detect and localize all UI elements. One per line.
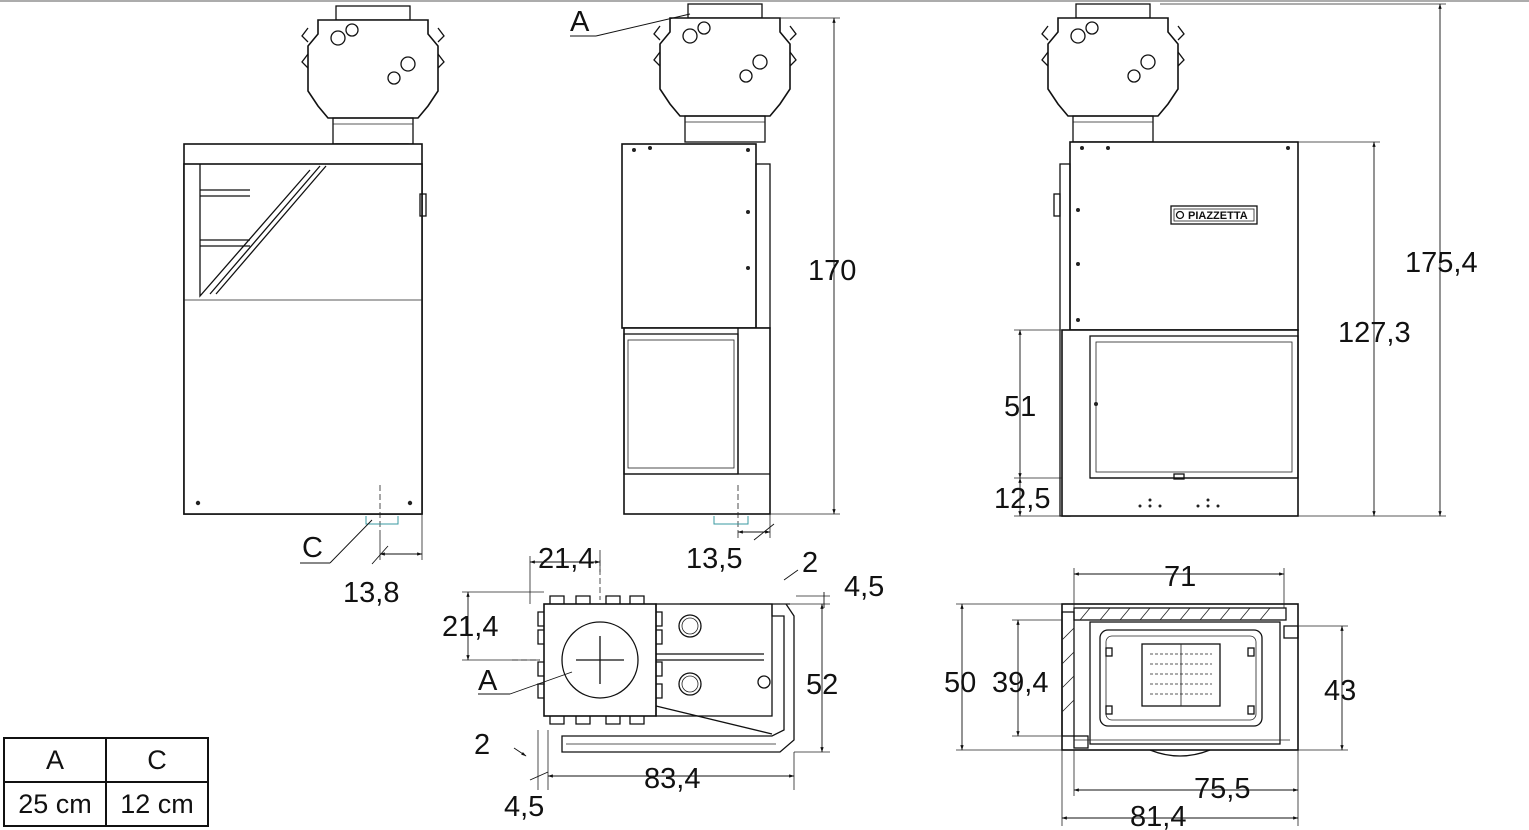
legend-value-c: 12 cm <box>105 781 209 827</box>
callout-a-plan-label: A <box>478 665 498 697</box>
dim-section-81-4: 81,4 <box>1130 801 1186 830</box>
legend-header-row: A C <box>3 737 209 783</box>
dim-right-12-5: 12,5 <box>994 483 1050 515</box>
dim-section-71: 71 <box>1164 561 1196 593</box>
dim-section-50: 50 <box>944 667 976 699</box>
dim-plan-2-bottom: 2 <box>474 729 490 761</box>
dim-front-13-5: 13,5 <box>686 543 742 575</box>
callout-c-label: C <box>302 532 323 564</box>
legend-value-row: 25 cm 12 cm <box>3 781 209 827</box>
legend-header-c: C <box>105 737 209 783</box>
dim-plan-21-4-horizontal: 21,4 <box>538 543 594 575</box>
dim-plan-2-top: 2 <box>802 547 818 579</box>
dim-side-13-8: 13,8 <box>343 577 399 609</box>
dim-front-170: 170 <box>808 255 856 287</box>
front-view-logo: PIAZZETTA 175,4 127,3 51 12,5 <box>994 3 1478 517</box>
callout-a-top-label: A <box>570 6 590 38</box>
dim-right-175-4: 175,4 <box>1405 247 1478 279</box>
legend-header-a: A <box>3 737 107 783</box>
legend-value-a: 25 cm <box>3 781 107 827</box>
section-view: 71 50 39,4 43 75,5 81,4 <box>944 561 1356 830</box>
dim-section-75-5: 75,5 <box>1194 773 1250 805</box>
side-view: C 13,8 <box>183 5 445 609</box>
dim-right-127-3: 127,3 <box>1338 317 1411 349</box>
dim-right-51: 51 <box>1004 391 1036 423</box>
brand-logo: PIAZZETTA <box>1188 210 1248 222</box>
dim-plan-4-5-bottom: 4,5 <box>504 791 544 823</box>
dim-section-39-4: 39,4 <box>992 667 1048 699</box>
dim-plan-83-4: 83,4 <box>644 763 700 795</box>
legend-table: A C 25 cm 12 cm <box>3 737 209 827</box>
plan-view: A 21,4 21,4 2 4,5 52 2 83,4 4,5 <box>442 543 884 823</box>
front-view: A 170 13,5 <box>570 3 856 575</box>
dim-section-43: 43 <box>1324 675 1356 707</box>
dim-plan-52: 52 <box>806 669 838 701</box>
dim-plan-4-5-top: 4,5 <box>844 571 884 603</box>
dim-plan-21-4-vertical: 21,4 <box>442 611 498 643</box>
